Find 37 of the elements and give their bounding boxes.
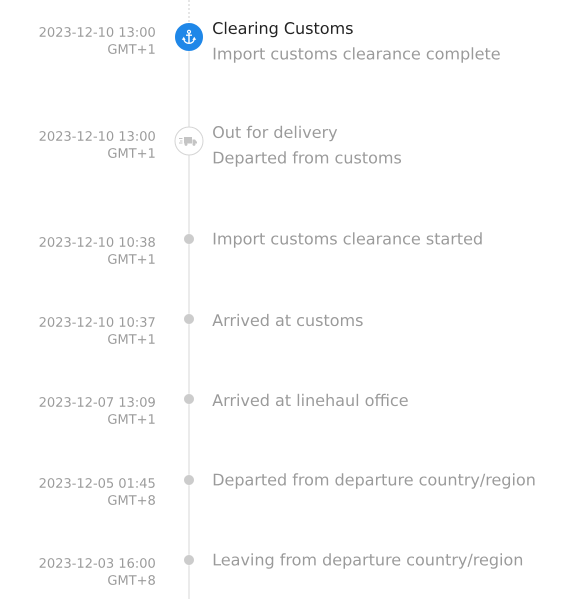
timestamp: 2023-12-05 01:45 [40,478,155,488]
status-detail: Import customs clearance complete [214,47,500,63]
status-detail: Departed from customs [214,151,402,167]
status-title: Clearing Customs [213,22,353,38]
timezone: GMT+1 [108,148,155,158]
timeline-line [188,564,190,599]
status-text: Leaving from departure country/region [214,553,522,569]
timestamp: 2023-12-03 16:00 [40,558,155,568]
status-text: Arrived at linehaul office [212,394,408,406]
active-marker [175,23,203,51]
timeline-dot [184,555,194,565]
dashed-line [188,0,190,24]
status-text: Import customs clearance started [214,232,482,248]
status-title: Out for delivery [213,126,338,142]
timeline-line [188,50,190,127]
timestamp: 2023-12-10 13:00 [40,27,155,37]
status-text: Arrived at customs [212,314,363,326]
timezone: GMT+8 [108,575,155,585]
timezone: GMT+8 [108,495,155,505]
timeline-dot [184,475,194,485]
timeline-line [188,404,190,476]
timeline-line [188,244,190,314]
timezone: GMT+1 [108,44,155,54]
timestamp: 2023-12-07 13:09 [40,397,155,407]
timeline-line [188,155,190,234]
timeline-line [188,484,190,556]
status-text: Departed from departure country/region [214,473,535,489]
timestamp: 2023-12-10 13:00 [40,131,155,141]
timezone: GMT+1 [108,334,155,344]
timestamp: 2023-12-10 10:38 [40,237,155,247]
timestamp: 2023-12-10 10:37 [40,317,155,327]
timeline-dot [184,394,194,404]
timezone: GMT+1 [108,414,155,424]
timeline-dot [184,234,194,244]
timezone: GMT+1 [108,254,155,264]
timeline-line [188,324,190,394]
timeline-dot [184,314,194,324]
